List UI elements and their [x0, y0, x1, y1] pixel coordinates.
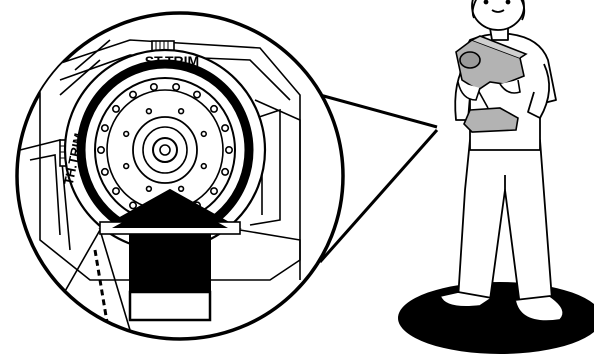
person-icon: [398, 0, 594, 354]
wheel-bolt: [124, 164, 129, 169]
wheel-bolt: [147, 109, 152, 114]
wheel-hole: [113, 188, 119, 194]
wheel-hole: [113, 106, 119, 112]
wheel-bolt: [201, 164, 206, 169]
wheel-bolt: [179, 186, 184, 191]
wheel-bolt: [147, 186, 152, 191]
floor-shadow: [398, 282, 594, 354]
wheel-bolt: [201, 132, 206, 137]
wheel-hole: [130, 202, 136, 208]
wheel-hole: [130, 91, 136, 97]
wheel-bolt: [179, 109, 184, 114]
wheel-hole: [222, 125, 228, 131]
magnifier-lens: ST.TRIM TH.TRIM: [17, 13, 343, 340]
wheel-hole: [194, 91, 200, 97]
wheel-hole: [226, 147, 232, 153]
wheel-hole: [222, 169, 228, 175]
st-trim-label: ST.TRIM: [145, 53, 199, 69]
wheel-bolt: [124, 132, 129, 137]
wheel-hole: [211, 188, 217, 194]
wheel-hole: [211, 106, 217, 112]
wheel-hole: [98, 147, 104, 153]
wheel-hole: [173, 84, 179, 90]
wheel-hole: [151, 84, 157, 90]
wheel-hole: [102, 125, 108, 131]
wheel-hole: [102, 169, 108, 175]
